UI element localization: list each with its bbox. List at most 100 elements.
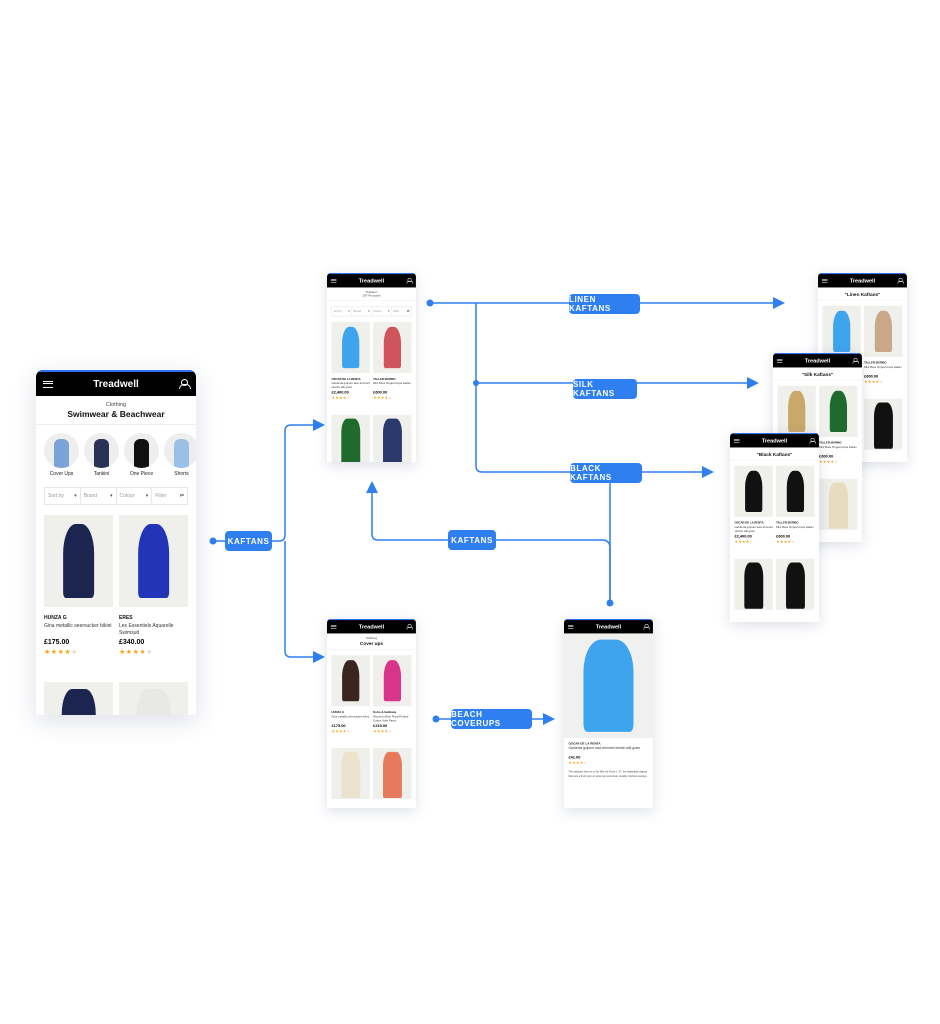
menu-icon[interactable] xyxy=(776,358,783,363)
product-image xyxy=(373,655,412,707)
product-card[interactable] xyxy=(373,414,412,463)
menu-icon[interactable] xyxy=(43,380,53,388)
user-icon[interactable] xyxy=(809,438,817,444)
filter-filter[interactable]: Filter⇄ xyxy=(392,307,411,316)
filter-filter[interactable]: Filter⇄ xyxy=(152,488,187,504)
dress-shape xyxy=(583,639,634,732)
product-card[interactable] xyxy=(331,414,370,463)
product-shape xyxy=(832,310,851,352)
rating-stars: ★★★★★ xyxy=(819,460,857,464)
product-grid-more xyxy=(36,656,196,715)
filter-label: Brand xyxy=(353,309,361,314)
flow-label-kaftans: KAFTANS xyxy=(225,531,272,551)
product-shape xyxy=(341,327,360,368)
star-icon: ★ xyxy=(871,380,876,385)
app-title: Treadwell xyxy=(849,277,876,284)
filter-label: Filter xyxy=(155,493,167,499)
category-item[interactable]: Tankini xyxy=(84,433,119,477)
star-icon: ★ xyxy=(380,729,385,734)
filter-colour[interactable]: Colour▾ xyxy=(117,488,153,504)
category-label: Tankini xyxy=(93,471,110,477)
category-item[interactable]: Shorts xyxy=(164,433,196,477)
user-icon[interactable] xyxy=(406,624,414,630)
user-icon[interactable] xyxy=(406,278,414,284)
product-card[interactable] xyxy=(776,558,815,610)
star-icon: ★ xyxy=(139,649,147,656)
product-brand: HUNZA G xyxy=(331,710,345,715)
star-icon: ★ xyxy=(575,761,580,766)
filter-brand[interactable]: Brand▾ xyxy=(81,488,117,504)
product-card[interactable] xyxy=(44,682,113,715)
menu-icon[interactable] xyxy=(733,438,740,443)
rating-stars: ★★★★★ xyxy=(373,396,411,400)
user-icon[interactable] xyxy=(178,379,191,389)
filter-colour[interactable]: Colour▾ xyxy=(372,306,392,316)
star-icon: ★ xyxy=(132,649,140,656)
product-card[interactable] xyxy=(822,305,861,384)
menu-icon[interactable] xyxy=(821,278,828,283)
rating-stars: ★★★★★ xyxy=(373,729,411,734)
category-item[interactable]: One Piece xyxy=(124,433,159,477)
filter-brand[interactable]: Brand▾ xyxy=(352,306,372,316)
product-image xyxy=(373,747,412,800)
star-icon: ★ xyxy=(579,761,584,766)
product-name: Gardenia guipure lace-trimmed stretch-si… xyxy=(568,746,641,751)
filter-sort-by[interactable]: Sort by▾ xyxy=(332,306,352,316)
star-icon: ★ xyxy=(44,649,51,656)
product-brand: OSCAR DE LA RENTA xyxy=(734,521,764,525)
rating-stars: ★★★★★ xyxy=(44,648,113,656)
product-image xyxy=(119,682,188,715)
product-shape xyxy=(382,752,402,799)
star-icon: ★ xyxy=(338,729,343,734)
category-thumb xyxy=(164,433,196,468)
menu-icon[interactable] xyxy=(330,624,337,629)
product-image xyxy=(331,747,370,800)
product-card[interactable] xyxy=(777,385,816,464)
star-icon: ★ xyxy=(776,540,780,545)
connector-main-to-kaftans xyxy=(213,419,325,542)
product-image xyxy=(819,385,858,437)
flow-label-kaftans-back: KAFTANS xyxy=(448,530,496,550)
star-icon: ★ xyxy=(779,540,784,545)
chevron-down-icon: ▾ xyxy=(388,309,390,314)
product-card[interactable] xyxy=(734,558,773,610)
product-card[interactable] xyxy=(864,398,903,450)
product-card[interactable] xyxy=(331,747,370,800)
page-heading: "Black Kaftans" xyxy=(730,447,819,461)
user-icon[interactable] xyxy=(897,278,905,284)
result-count: 187 Products xyxy=(362,294,381,298)
user-icon[interactable] xyxy=(643,624,651,630)
category-item[interactable]: Cover Ups xyxy=(44,433,79,477)
product-card[interactable] xyxy=(819,478,858,530)
product-image xyxy=(373,414,412,463)
app-header: Treadwell xyxy=(327,273,416,288)
flow-label-black-kaftans: BLACK KAFTANS xyxy=(570,463,642,483)
filter-label: Sort by xyxy=(48,493,64,499)
menu-icon[interactable] xyxy=(567,624,574,629)
category-image xyxy=(174,439,189,468)
product-shape xyxy=(744,470,763,512)
app-header: Treadwell xyxy=(327,619,416,634)
star-icon: ★ xyxy=(125,649,133,656)
product-shape xyxy=(341,418,361,463)
user-icon[interactable] xyxy=(852,358,860,364)
menu-icon[interactable] xyxy=(330,278,337,283)
product-card[interactable] xyxy=(373,747,412,800)
filter-sort-by[interactable]: Sort by▾ xyxy=(45,488,81,504)
chevron-down-icon: ▾ xyxy=(109,493,113,499)
product-card[interactable] xyxy=(119,682,188,715)
product-image xyxy=(119,515,188,607)
product-shape xyxy=(829,390,848,432)
product-grid-more xyxy=(327,734,416,800)
